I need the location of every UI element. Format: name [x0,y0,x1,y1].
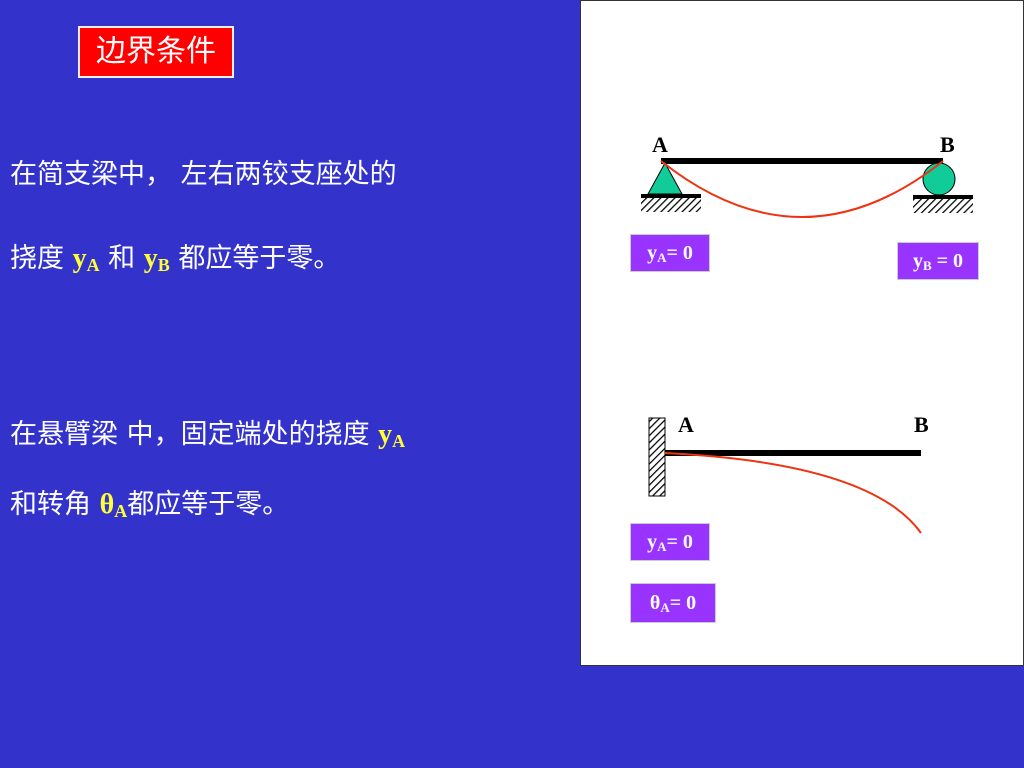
symbol-thetaA: θA [99,489,128,521]
eq-thetaA-bottom: θA= 0 [630,583,716,623]
simply-supported-line1: 在简支梁中， 左右两铰支座处的 [10,159,397,190]
eq-yA-top: yA= 0 [630,234,710,272]
label-b-bottom: B [914,412,929,437]
ground-hatch-a [641,198,701,212]
deflection-curve-simple [660,160,944,218]
text-span: 都应等于零。 [127,489,290,520]
ground-line-b [913,195,973,199]
cantilever-line1: 在悬臂梁 中，固定端处的挠度 yA [10,412,405,452]
label-b-top: B [940,132,955,157]
symbol-yA: yA [378,419,406,451]
text-span: 和 [99,243,144,274]
text-span: 都应等于零。 [169,243,341,274]
text-span: 在悬臂梁 中，固定端处的挠度 [10,419,379,450]
ground-hatch-b [913,199,973,213]
text-span: 和转角 [10,489,100,520]
label-a-top: A [652,132,668,157]
simply-supported-line2: 挠度 yA 和 yB 都应等于零。 [10,236,340,276]
text-span: 挠度 [10,243,73,274]
diagram-panel: A B A B yA= 0 yB = 0 yA= 0 θA= 0 [580,0,1024,666]
slide-title: 边界条件 [78,26,234,78]
symbol-yA: yA [72,243,100,275]
deflection-curve-cantilever [664,452,922,534]
pin-support [647,161,683,195]
cantilever-line2: 和转角 θA都应等于零。 [10,482,289,522]
beam-diagrams: A B A B [641,132,973,534]
label-a-bottom: A [678,412,694,437]
symbol-yB: yB [143,243,170,275]
roller-support [922,162,956,196]
eq-yB-top: yB = 0 [897,242,979,280]
fixed-wall [648,417,666,497]
ground-line-a [641,194,701,198]
eq-yA-bottom: yA= 0 [630,523,710,561]
